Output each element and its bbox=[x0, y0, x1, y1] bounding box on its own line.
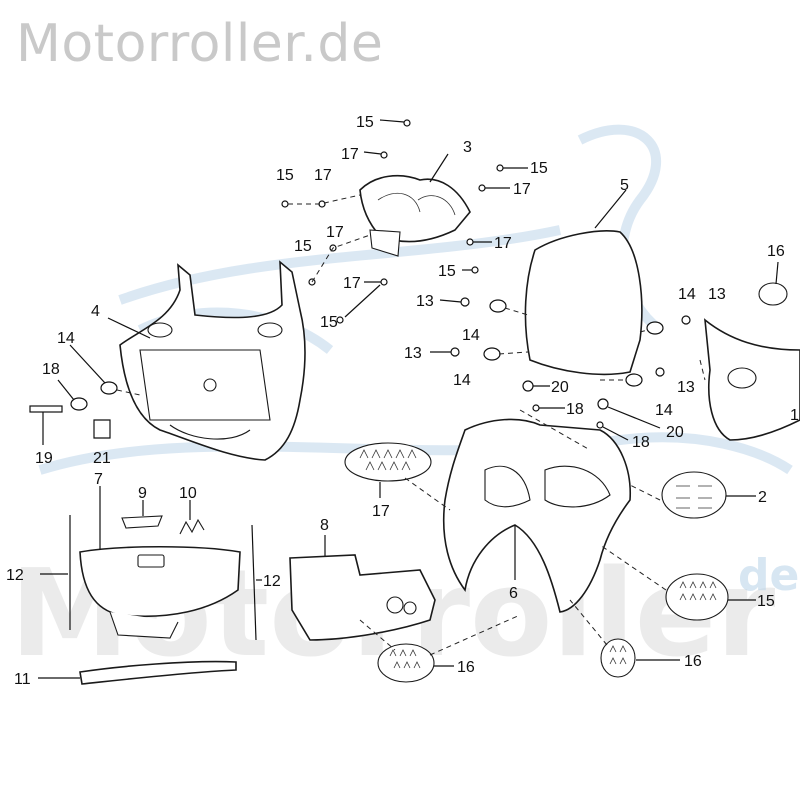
label-10: 10 bbox=[179, 485, 197, 502]
label-16-a: 16 bbox=[767, 243, 785, 260]
hardware-bag-16b bbox=[600, 638, 680, 678]
label-11: 11 bbox=[14, 671, 31, 688]
label-18-c: 18 bbox=[42, 361, 60, 378]
label-17-c: 17 bbox=[314, 167, 332, 184]
label-14-a: 14 bbox=[678, 286, 696, 303]
hardware-bag-16a bbox=[377, 643, 454, 683]
part-labels: 15 17 3 15 17 15 17 17 15 17 15 17 15 5 … bbox=[6, 114, 799, 688]
label-5: 5 bbox=[620, 177, 629, 194]
label-16-b: 16 bbox=[457, 659, 475, 676]
label-17-e: 17 bbox=[494, 235, 512, 252]
label-19: 19 bbox=[35, 450, 53, 467]
label-15-d: 15 bbox=[294, 238, 312, 255]
part-6-front-shield bbox=[442, 418, 631, 613]
hardware-bag-2 bbox=[661, 471, 756, 519]
label-13-d: 13 bbox=[677, 379, 695, 396]
label-15-c: 15 bbox=[276, 167, 294, 184]
label-17-d: 17 bbox=[326, 224, 344, 241]
label-17-a: 17 bbox=[341, 146, 359, 163]
part-12-rods bbox=[40, 515, 262, 641]
part-9-latch bbox=[121, 500, 163, 529]
part-10-spring bbox=[179, 500, 205, 535]
label-15-b: 15 bbox=[530, 160, 548, 177]
label-15-g: 15 bbox=[757, 593, 775, 610]
label-7: 7 bbox=[94, 471, 103, 488]
part-11-rubber-strip bbox=[38, 660, 237, 685]
hardware-bag-16c bbox=[758, 261, 788, 306]
part-1-nose-cover bbox=[704, 318, 800, 441]
label-12-b: 12 bbox=[263, 573, 281, 590]
label-3: 3 bbox=[463, 139, 472, 156]
label-20-b: 20 bbox=[666, 424, 684, 441]
hardware-bag-17 bbox=[344, 442, 432, 498]
fasteners bbox=[29, 119, 706, 656]
label-17-f: 17 bbox=[343, 275, 361, 292]
part-4-inner-panel bbox=[119, 260, 306, 461]
part-5-windscreen bbox=[524, 189, 643, 376]
label-18-a: 18 bbox=[566, 401, 584, 418]
label-12-a: 12 bbox=[6, 567, 24, 584]
label-1: 1 bbox=[790, 407, 799, 424]
label-15-e: 15 bbox=[438, 263, 456, 280]
hardware-bag-15 bbox=[665, 573, 756, 621]
label-8: 8 bbox=[320, 517, 329, 534]
label-17-b: 17 bbox=[513, 181, 531, 198]
label-2: 2 bbox=[758, 489, 767, 506]
label-13-a: 13 bbox=[708, 286, 726, 303]
part-8-bracket-plate bbox=[289, 535, 436, 641]
label-14-d: 14 bbox=[655, 402, 673, 419]
label-21: 21 bbox=[93, 450, 111, 467]
site-title: Motorroller.de bbox=[16, 14, 384, 74]
label-15-a: 15 bbox=[356, 114, 374, 131]
label-14-e: 14 bbox=[57, 330, 75, 347]
label-18-b: 18 bbox=[632, 434, 650, 451]
label-9: 9 bbox=[138, 485, 147, 502]
part-7-glove-box bbox=[79, 486, 241, 639]
label-20-a: 20 bbox=[551, 379, 569, 396]
label-14-b: 14 bbox=[462, 327, 480, 344]
label-4: 4 bbox=[91, 303, 100, 320]
label-13-b: 13 bbox=[416, 293, 434, 310]
label-16-c: 16 bbox=[684, 653, 702, 670]
label-17-g: 17 bbox=[372, 503, 390, 520]
label-14-c: 14 bbox=[453, 372, 471, 389]
label-6: 6 bbox=[509, 585, 518, 602]
part-3-upper-visor bbox=[359, 153, 471, 257]
watermark-small: de bbox=[738, 550, 799, 601]
label-15-f: 15 bbox=[320, 314, 338, 331]
label-13-c: 13 bbox=[404, 345, 422, 362]
